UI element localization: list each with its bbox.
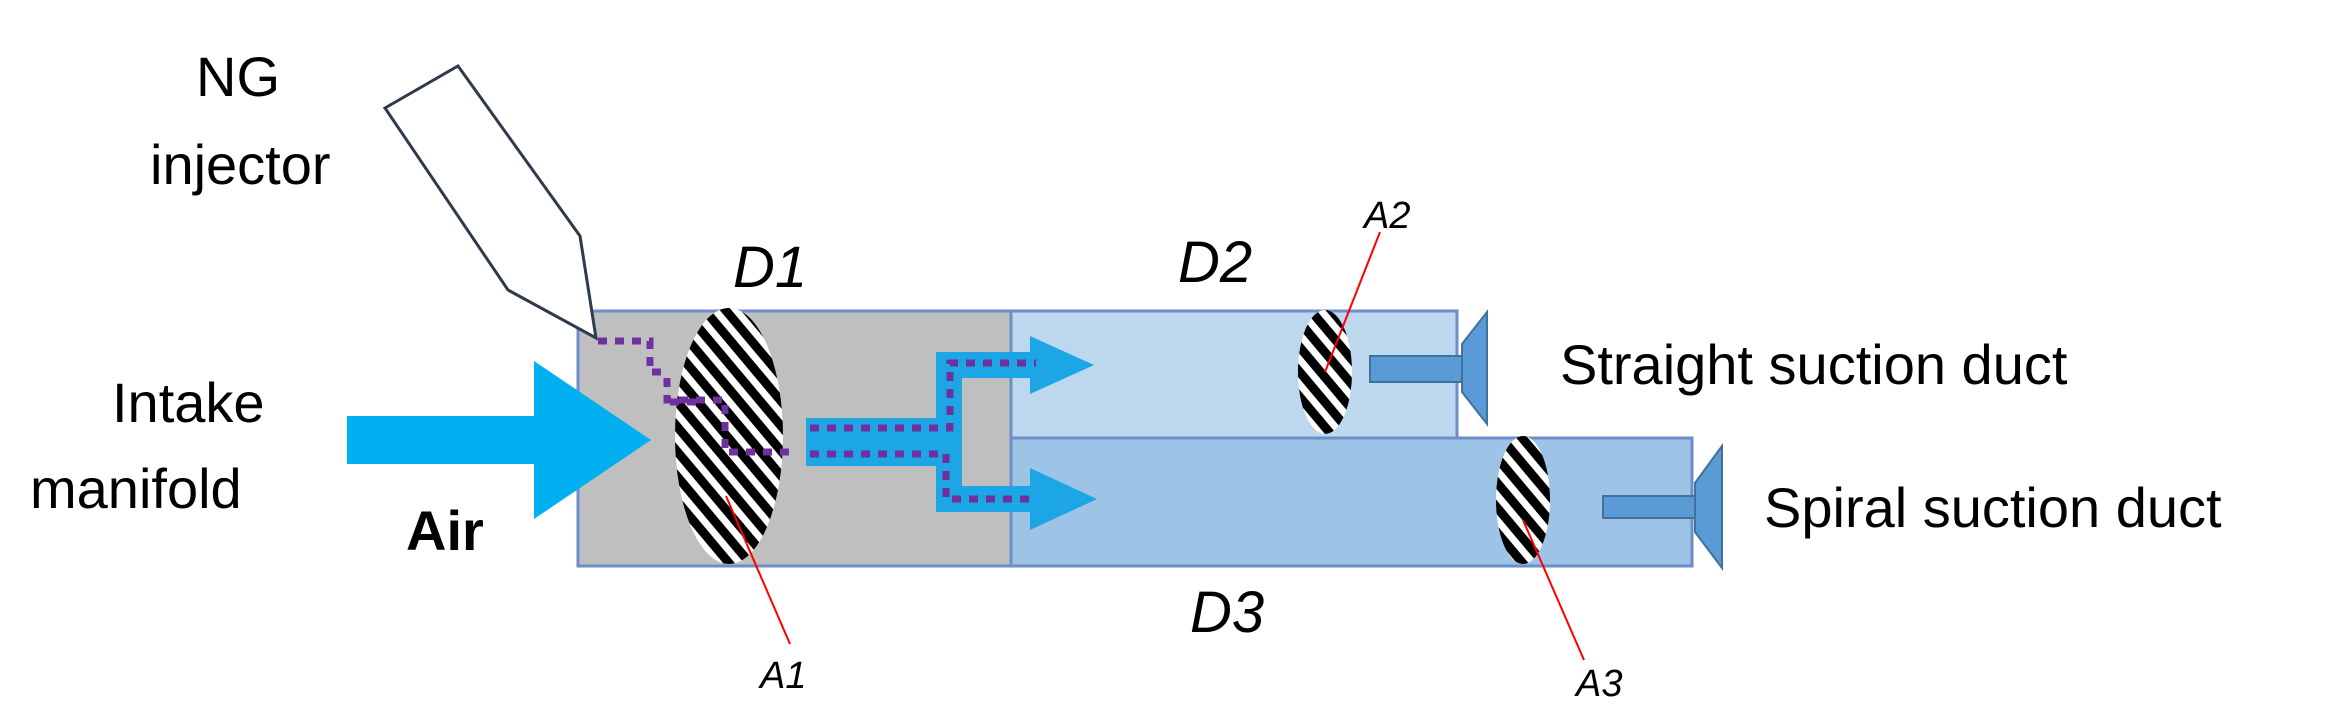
ng-flow-path xyxy=(598,337,1036,503)
ng-injector-label-line2: injector xyxy=(150,133,331,196)
ng-injector xyxy=(382,64,598,341)
intake-label-line1: Intake xyxy=(112,371,265,434)
intake-label-line2: manifold xyxy=(30,457,242,520)
duct-d2-label: D2 xyxy=(1178,230,1252,295)
leader-lines xyxy=(725,231,1585,661)
mixing-zone-a1 xyxy=(675,308,783,564)
air-inlet-arrow xyxy=(347,361,651,519)
spiral-duct-d3 xyxy=(1009,436,1694,568)
spiral-duct-port xyxy=(1602,442,1723,571)
mixing-zone-a3 xyxy=(1496,436,1550,564)
air-label: Air xyxy=(406,499,484,562)
zone-a1-label: A1 xyxy=(758,655,806,697)
straight-duct-label: Straight suction duct xyxy=(1560,333,2068,396)
straight-duct-port xyxy=(1369,309,1488,427)
ng-injector-label-line1: NG xyxy=(196,45,280,108)
duct-d3-label: D3 xyxy=(1190,580,1264,645)
spiral-duct-label: Spiral suction duct xyxy=(1764,476,2222,539)
zone-a2-label: A2 xyxy=(1362,195,1410,237)
chamber-d1-label: D1 xyxy=(733,235,807,300)
zone-a3-label: A3 xyxy=(1574,663,1622,705)
